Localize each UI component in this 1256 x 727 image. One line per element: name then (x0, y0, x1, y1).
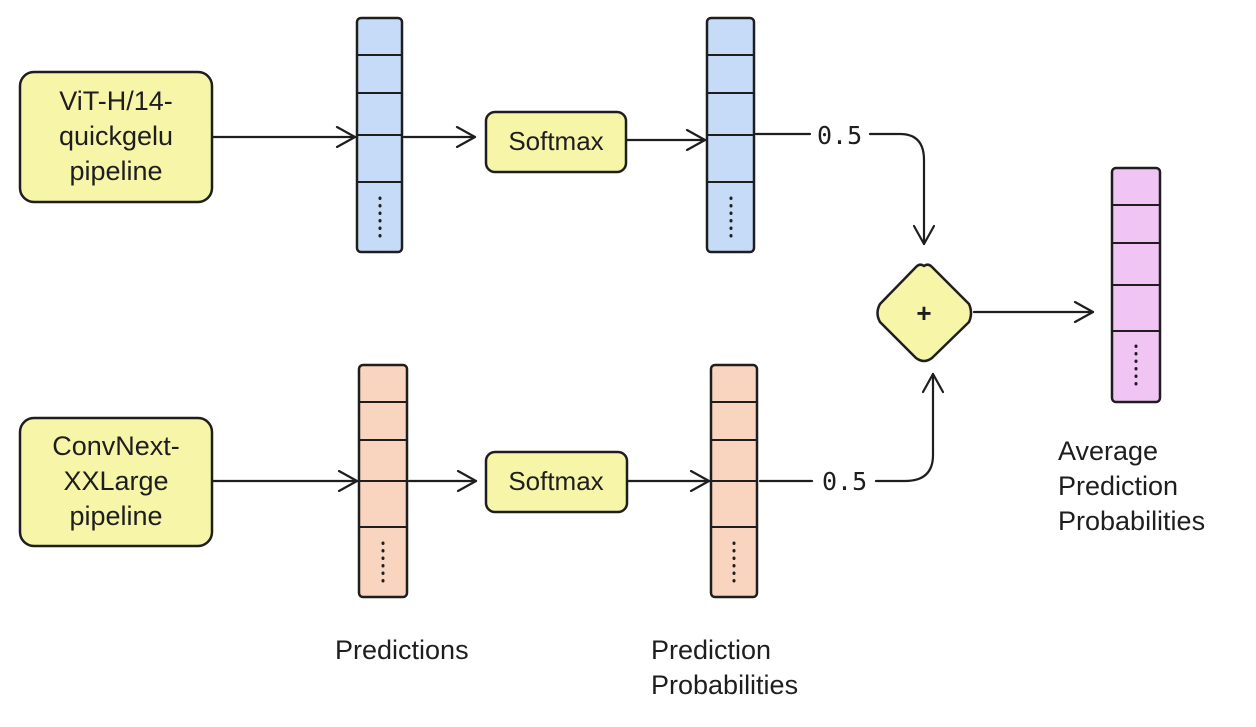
average-probability-vector (1110, 166, 1162, 404)
arrow-bottom-probabilities-to-sum-b (874, 372, 933, 483)
vit-pipeline-label-line1: ViT-H/14- (59, 86, 173, 116)
probability-vector-top (705, 16, 756, 254)
weight-bottom: 0.5 (822, 467, 867, 496)
caption-predictions: Predictions (335, 635, 469, 665)
caption-probabilities-line2: Probabilities (651, 670, 798, 700)
caption-average-line1: Average (1058, 436, 1158, 466)
convnext-pipeline-box: ConvNext- XXLarge pipeline (18, 416, 214, 548)
probability-vector-bottom (709, 363, 759, 599)
vit-pipeline-box: ViT-H/14- quickgelu pipeline (18, 70, 214, 204)
softmax-label-bottom: Softmax (508, 466, 603, 496)
prediction-vector-top (355, 16, 404, 254)
arrow-top-probabilities-to-sum-b (868, 132, 924, 246)
vit-pipeline-label-line3: pipeline (69, 156, 162, 186)
sum-node: + (876, 263, 973, 363)
prediction-vector-bottom (357, 363, 409, 599)
softmax-label-top: Softmax (508, 126, 603, 156)
plus-symbol: + (916, 298, 931, 328)
caption-average-line2: Prediction (1058, 471, 1178, 501)
softmax-box-bottom: Softmax (484, 450, 629, 514)
convnext-pipeline-label-line3: pipeline (69, 501, 162, 531)
weight-top: 0.5 (817, 121, 862, 150)
vit-pipeline-label-line2: quickgelu (59, 121, 173, 151)
convnext-pipeline-label-line2: XXLarge (63, 466, 168, 496)
caption-probabilities-line1: Prediction (651, 635, 771, 665)
softmax-box-top: Softmax (484, 110, 628, 174)
convnext-pipeline-label-line1: ConvNext- (52, 431, 180, 461)
caption-average-line3: Probabilities (1058, 506, 1205, 536)
